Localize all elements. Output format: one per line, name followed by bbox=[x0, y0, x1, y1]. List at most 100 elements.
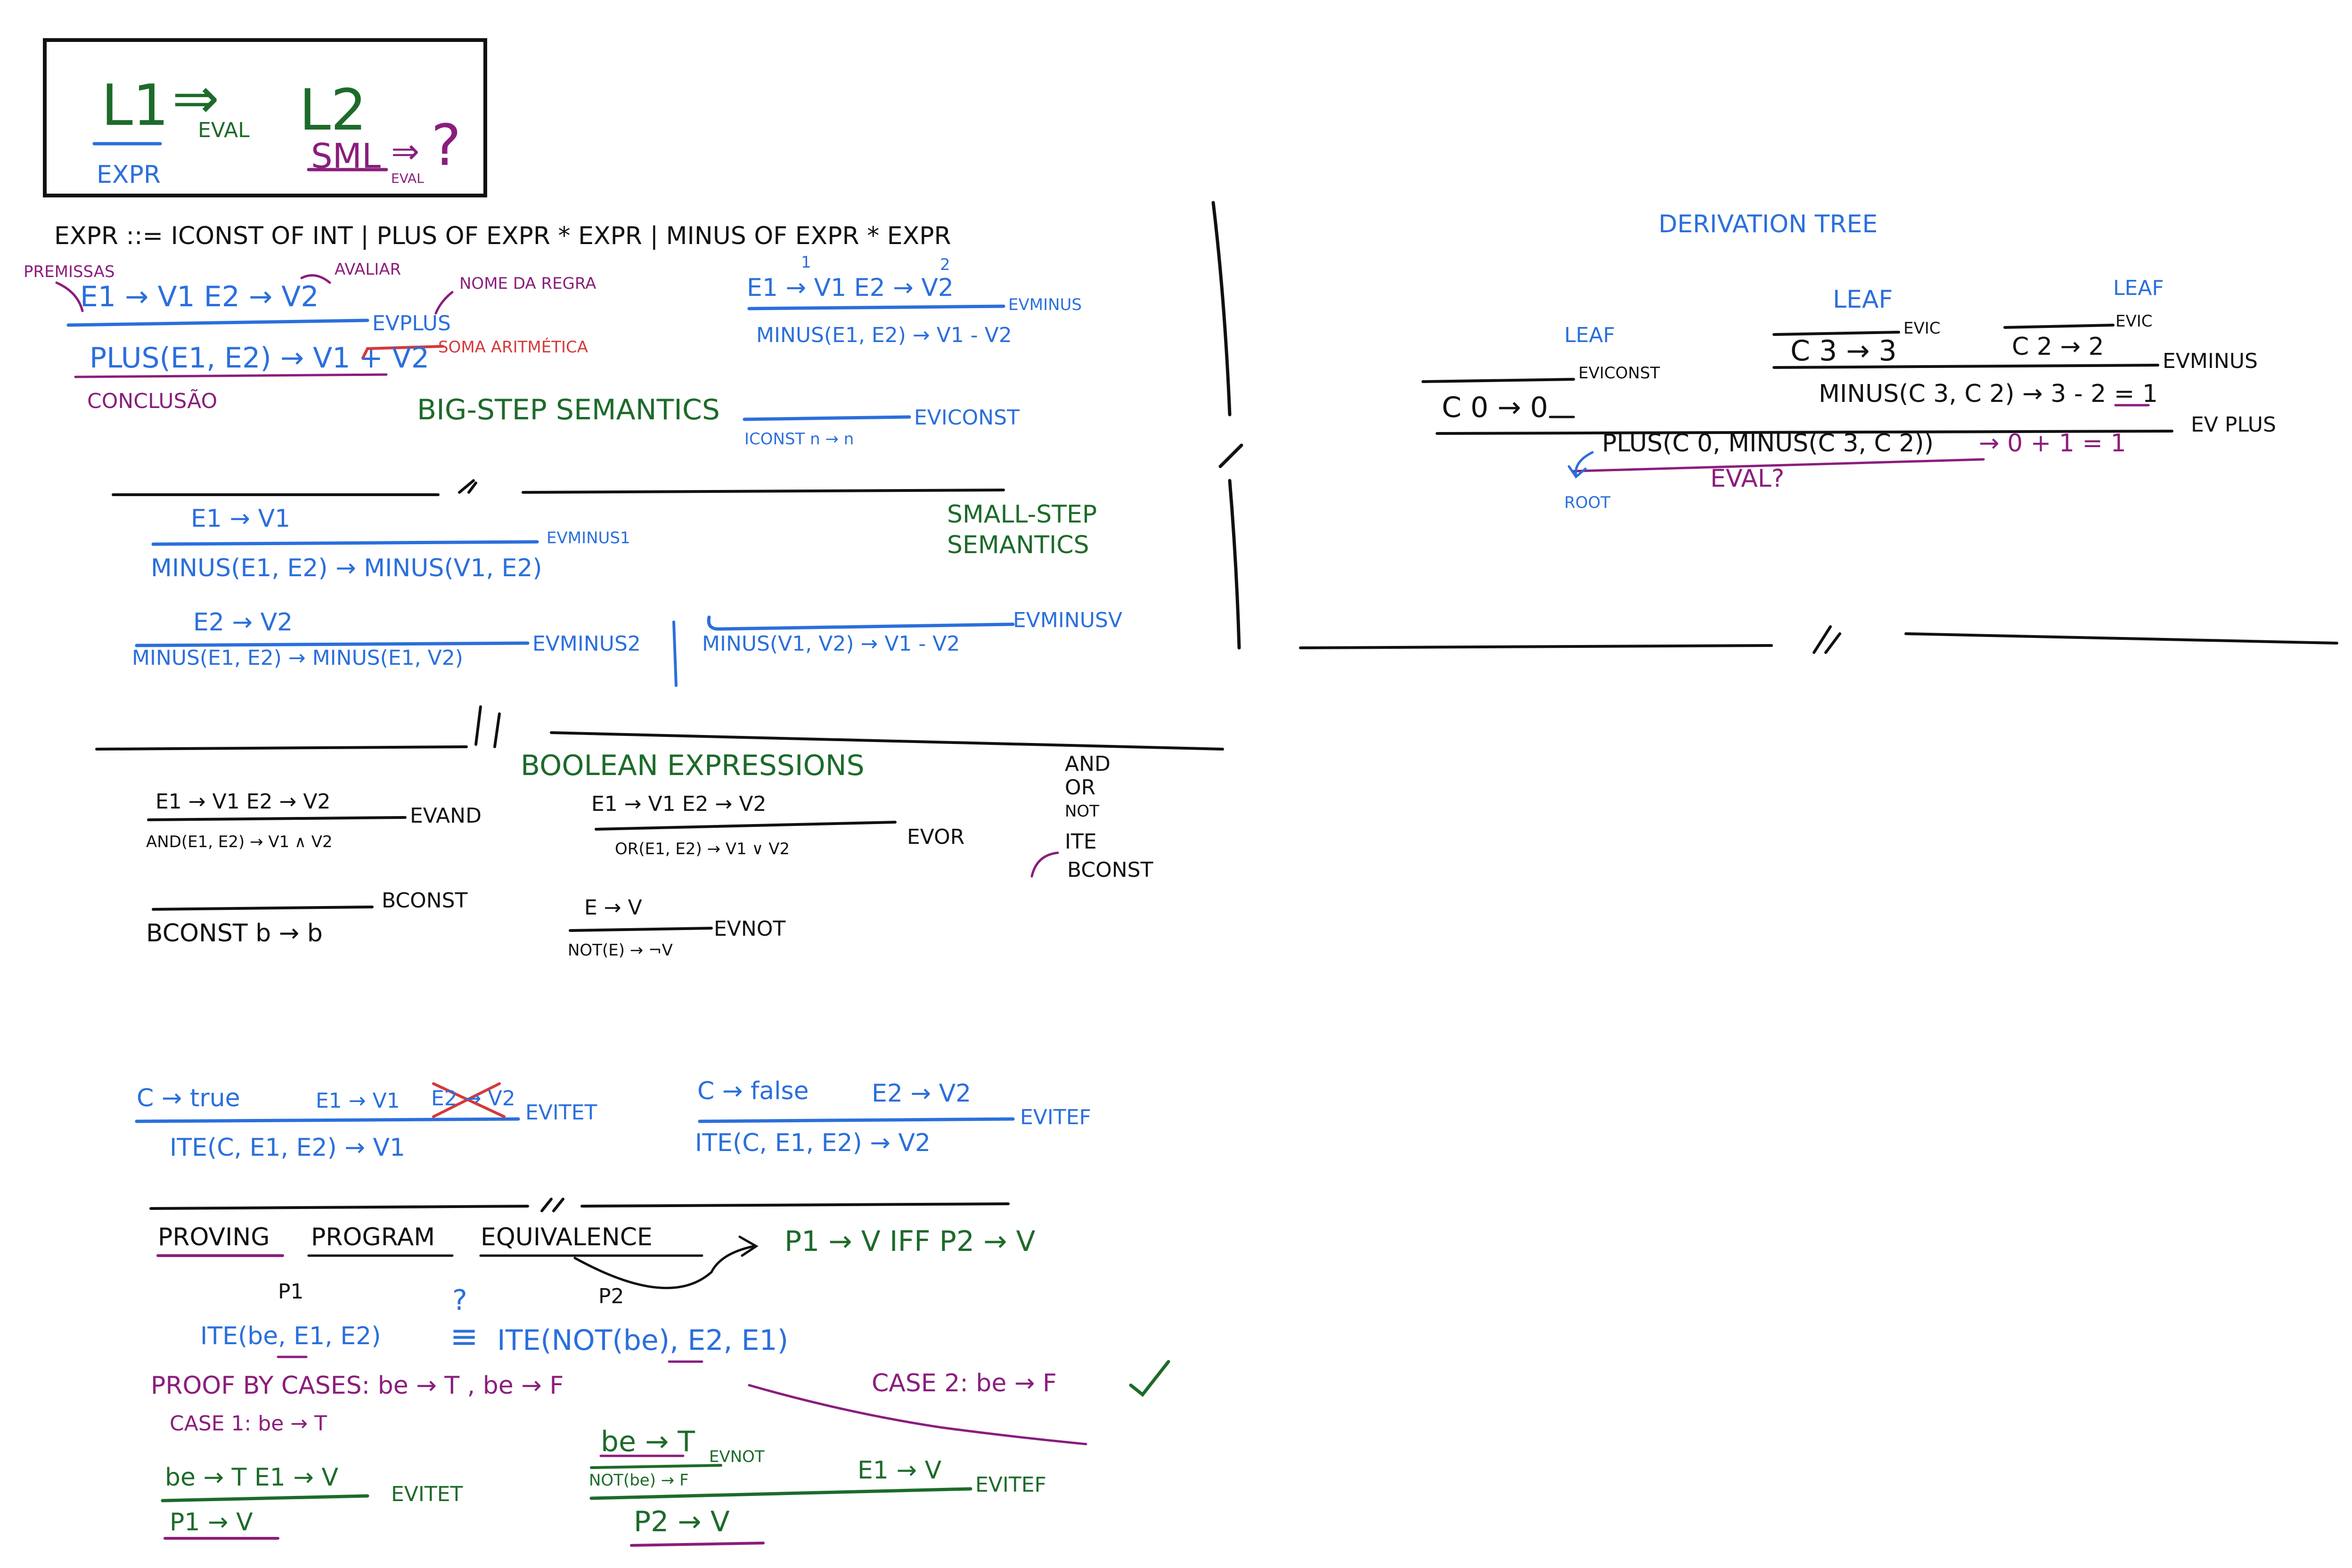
equivalence-rhs: ITE(NOT(be), E2, E1) bbox=[497, 1324, 789, 1357]
evminusv-rule-name: EVMINUSV bbox=[1013, 608, 1122, 632]
arrow-avaliar bbox=[300, 274, 331, 284]
sml-question: ? bbox=[431, 113, 461, 179]
avaliar-note: AVALIAR bbox=[335, 260, 401, 279]
arrow-equivalence bbox=[573, 1235, 759, 1290]
nome-regra-note: NOME DA REGRA bbox=[459, 274, 596, 293]
separator-right-a bbox=[1299, 644, 1773, 649]
evminus2-conclusion: MINUS(E1, E2) → MINUS(E1, V2) bbox=[132, 646, 463, 670]
evminus1-premise: E1 → V1 bbox=[191, 505, 291, 533]
evitet-premise-e2-struck: E2 → V2 bbox=[431, 1086, 515, 1111]
tree-c0-rule: EVICONST bbox=[1578, 364, 1660, 383]
evitet-premise-c: C → true bbox=[137, 1084, 240, 1112]
tree-line-c3 bbox=[1772, 331, 1900, 336]
tree-c3-rule: EVIC bbox=[1903, 319, 1941, 338]
derivation-tree-title: DERIVATION TREE bbox=[1658, 210, 1878, 238]
case2-sub-conclusion: NOT(be) → F bbox=[589, 1471, 689, 1490]
bconst-rule-name: BCONST bbox=[382, 889, 468, 913]
eviconst-rule-name: EVICONST bbox=[914, 406, 1020, 430]
arrow-root bbox=[1568, 451, 1594, 479]
case2-conclusion: P2 → V bbox=[634, 1505, 730, 1538]
evitef-conclusion: ITE(C, E1, E2) → V2 bbox=[695, 1129, 931, 1157]
equivalence-word: EQUIVALENCE bbox=[481, 1223, 653, 1251]
tree-minus-node: MINUS(C 3, C 2) → 3 - 2 = 1 bbox=[1819, 380, 2158, 408]
evminus-conclusion: MINUS(E1, E2) → V1 - V2 bbox=[756, 323, 1012, 347]
evand-conclusion: AND(E1, E2) → V1 ∧ V2 bbox=[146, 833, 333, 851]
op-list-bconst: BCONST bbox=[1067, 858, 1153, 882]
evitet-premise-e1: E1 → V1 bbox=[316, 1089, 400, 1113]
proving-word: PROVING bbox=[158, 1223, 270, 1251]
p2-label: P2 bbox=[598, 1284, 624, 1308]
evnot-conclusion: NOT(E) → ¬V bbox=[568, 941, 673, 960]
tree-c2-node: C 2 → 2 bbox=[2012, 333, 2104, 361]
proof-by-cases: PROOF BY CASES: be → T , be → F bbox=[151, 1372, 564, 1400]
evor-conclusion: OR(E1, E2) → V1 ∨ V2 bbox=[615, 840, 790, 858]
root-label: ROOT bbox=[1564, 493, 1610, 512]
separator-3b bbox=[580, 1202, 1010, 1208]
evminusv-conclusion: MINUS(V1, V2) → V1 - V2 bbox=[702, 632, 960, 656]
evminus-rule-name: EVMINUS bbox=[1008, 295, 1082, 314]
sml-label: SML bbox=[311, 136, 381, 176]
grammar-definition: EXPR ::= ICONST OF INT | PLUS OF EXPR * … bbox=[54, 222, 951, 250]
evminus-premises: E1 → V1 E2 → V2 bbox=[747, 274, 954, 302]
rule-line-eviconst bbox=[743, 415, 911, 421]
soma-aritmetica-note: SOMA ARITMÉTICA bbox=[438, 338, 588, 357]
case1-label: CASE 1: be → T bbox=[170, 1412, 327, 1436]
rule-line-evnot bbox=[569, 927, 713, 932]
tree-plus-rule: EV PLUS bbox=[2191, 413, 2276, 437]
rule-line-evand bbox=[147, 816, 407, 821]
rule-line-evplus bbox=[66, 318, 369, 327]
case2-premise-e1: E1 → V bbox=[858, 1456, 942, 1485]
tree-line-c0 bbox=[1421, 378, 1575, 383]
case2-rule-name: EVITEF bbox=[975, 1473, 1046, 1497]
equivalence-question: ? bbox=[452, 1284, 467, 1317]
separator-2a bbox=[95, 745, 468, 751]
eviconst-conclusion: ICONST n → n bbox=[744, 430, 854, 449]
bconst-conclusion: BCONST b → b bbox=[146, 919, 323, 947]
program-word: PROGRAM bbox=[311, 1223, 435, 1251]
divider-cases bbox=[748, 1384, 1087, 1446]
separator-1b bbox=[522, 489, 1005, 494]
op-list-not: NOT bbox=[1065, 802, 1099, 821]
tree-c2-rule: EVIC bbox=[2115, 312, 2153, 331]
checkmark bbox=[1129, 1360, 1170, 1397]
evminus2-premise: E2 → V2 bbox=[193, 608, 293, 637]
expr-label: EXPR bbox=[97, 161, 161, 189]
eval-arrow: ⇒ bbox=[172, 66, 220, 131]
rule-line-evminus1 bbox=[151, 540, 539, 546]
underline-p2 bbox=[630, 1542, 765, 1547]
separator-3a bbox=[149, 1205, 529, 1210]
separator-2-mark bbox=[474, 705, 501, 748]
equivalence-symbol: ≡ bbox=[450, 1316, 479, 1356]
op-list-and: AND bbox=[1065, 752, 1111, 776]
p1-label: P1 bbox=[278, 1280, 304, 1304]
premissas-note: PREMISSAS bbox=[24, 262, 115, 281]
vertical-divider-top bbox=[1211, 201, 1232, 416]
evnot-premise: E → V bbox=[584, 896, 642, 920]
tree-c3-node: C 3 → 3 bbox=[1790, 335, 1897, 368]
sml-arrow: ⇒ bbox=[391, 131, 420, 171]
big-step-title: BIG-STEP SEMANTICS bbox=[417, 393, 720, 426]
tree-line-c2 bbox=[2003, 324, 2115, 329]
arrow-premissas bbox=[55, 281, 84, 312]
rule-line-evminus bbox=[747, 304, 1005, 310]
separator-right-mark bbox=[1813, 625, 1841, 654]
rule-line-evitef bbox=[698, 1117, 1015, 1123]
evand-rule-name: EVAND bbox=[410, 804, 482, 828]
evminus-index-2: 2 bbox=[940, 255, 950, 274]
evnot-rule-name: EVNOT bbox=[714, 917, 786, 941]
evplus-rule-name: EVPLUS bbox=[372, 311, 451, 335]
leaf-label-2: LEAF bbox=[1833, 286, 1893, 314]
case2-sub-rule-name: EVNOT bbox=[709, 1447, 765, 1466]
tree-plus-node: PLUS(C 0, MINUS(C 3, C 2)) bbox=[1602, 429, 1934, 457]
evitet-rule-name: EVITET bbox=[525, 1101, 597, 1125]
separator-1-mark bbox=[458, 479, 477, 494]
rule-line-case2 bbox=[589, 1487, 972, 1500]
small-step-divider bbox=[672, 621, 678, 687]
case1-conclusion: P1 → V bbox=[170, 1508, 253, 1536]
tree-minus-rule: EVMINUS bbox=[2163, 349, 2258, 373]
case1-rule-name: EVITET bbox=[391, 1482, 463, 1506]
tree-line-plus bbox=[1436, 430, 2173, 435]
leaf-label-3: LEAF bbox=[2113, 276, 2164, 300]
l1-label: L1 bbox=[101, 73, 169, 139]
leaf-label-1: LEAF bbox=[1564, 323, 1615, 347]
